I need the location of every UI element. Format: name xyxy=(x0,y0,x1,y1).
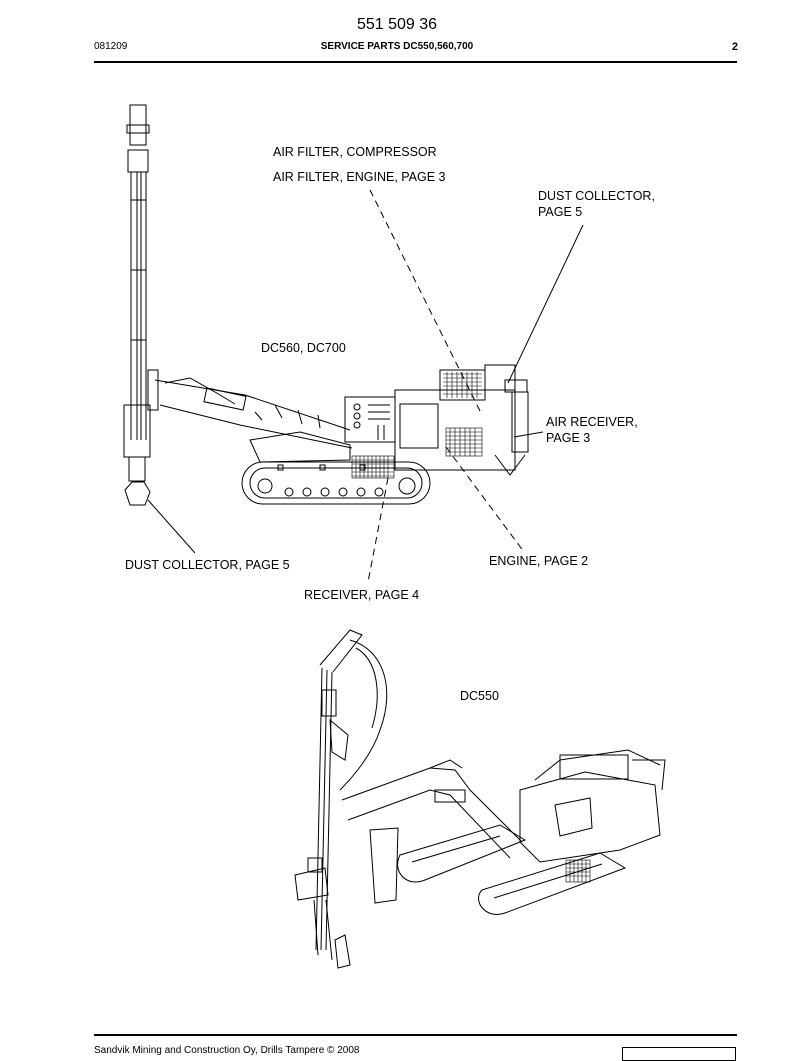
label-dust-collector-left: DUST COLLECTOR, PAGE 5 xyxy=(125,558,290,572)
label-receiver: RECEIVER, PAGE 4 xyxy=(304,588,420,602)
dc560-rig-drawing xyxy=(123,104,529,506)
header-rule xyxy=(94,61,737,63)
label-air-receiver-line1: AIR RECEIVER, xyxy=(546,415,638,429)
footer-rule xyxy=(94,1034,737,1036)
footer-copyright: Sandvik Mining and Construction Oy, Dril… xyxy=(94,1045,360,1056)
dc550-rig-drawing xyxy=(294,629,666,969)
header-title: SERVICE PARTS DC550,560,700 xyxy=(320,41,474,52)
label-air-receiver-line2: PAGE 3 xyxy=(546,431,591,445)
label-air-filter-engine: AIR FILTER, ENGINE, PAGE 3 xyxy=(273,170,446,184)
header-page-number: 2 xyxy=(731,41,738,53)
sandvik-logo xyxy=(622,1047,736,1061)
callout-leader-lines xyxy=(147,189,584,583)
label-engine: ENGINE, PAGE 2 xyxy=(489,554,589,568)
label-dust-collector-right-line2: PAGE 5 xyxy=(538,205,583,219)
label-model-dc560-dc700: DC560, DC700 xyxy=(261,341,346,355)
label-air-filter-compressor: AIR FILTER, COMPRESSOR xyxy=(273,145,437,159)
document-number: 551 509 36 xyxy=(356,16,438,33)
label-model-dc550: DC550 xyxy=(460,689,499,703)
label-dust-collector-right-line1: DUST COLLECTOR, xyxy=(538,189,655,203)
header-date: 081209 xyxy=(94,41,128,52)
